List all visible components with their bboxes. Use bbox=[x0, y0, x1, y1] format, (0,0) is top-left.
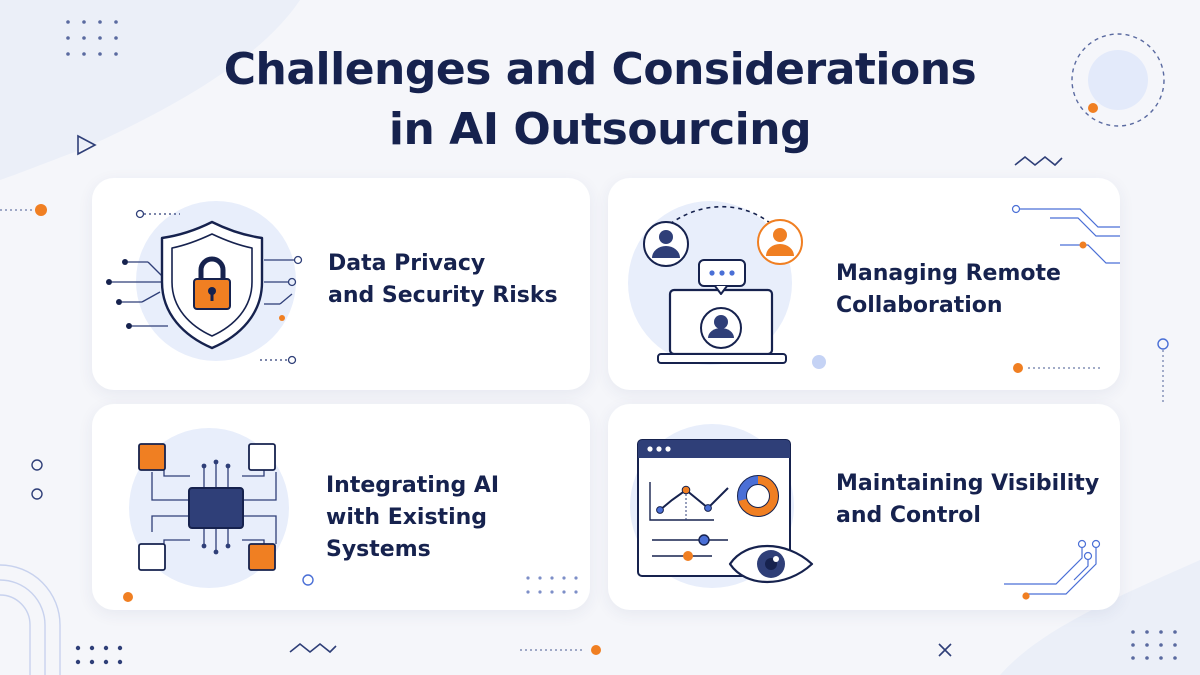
card-visibility-control-line-1: Maintaining Visibility bbox=[836, 471, 1100, 496]
title-line-1: Challenges and Considerations bbox=[223, 44, 977, 95]
title-line-2: in AI Outsourcing bbox=[388, 104, 812, 155]
page-title: Challenges and Considerations in AI Outs… bbox=[0, 40, 1200, 160]
card-remote-collaboration-line-1: Managing Remote bbox=[836, 261, 1061, 286]
circuit-lines-decoration bbox=[1011, 204, 1120, 373]
dot-grid-decoration bbox=[526, 576, 578, 594]
card-visibility-control: Maintaining Visibility and Control bbox=[608, 404, 1120, 610]
circuit-lines-decoration bbox=[1004, 539, 1101, 600]
card-integrating-ai-line-1: Integrating AI bbox=[326, 473, 500, 498]
card-remote-collaboration: Managing Remote Collaboration bbox=[608, 178, 1120, 390]
card-integrating-ai: Integrating AI with Existing Systems bbox=[92, 404, 590, 610]
dashboard-eye-icon bbox=[630, 424, 814, 588]
shield-lock-icon bbox=[106, 201, 303, 365]
card-visibility-control-label: Maintaining Visibility and Control bbox=[836, 468, 1099, 532]
card-data-privacy-line-1: Data Privacy bbox=[328, 251, 486, 276]
card-remote-collaboration-label: Managing Remote Collaboration bbox=[836, 258, 1061, 322]
chip-network-icon bbox=[123, 428, 314, 602]
remote-collaboration-icon bbox=[628, 201, 826, 369]
card-data-privacy-label: Data Privacy and Security Risks bbox=[328, 248, 558, 312]
card-visibility-control-line-2: and Control bbox=[836, 503, 981, 528]
card-data-privacy-line-2: and Security Risks bbox=[328, 283, 558, 308]
card-integrating-ai-line-2: with Existing Systems bbox=[326, 505, 488, 562]
card-remote-collaboration-line-2: Collaboration bbox=[836, 293, 1003, 318]
card-data-privacy: Data Privacy and Security Risks bbox=[92, 178, 590, 390]
card-integrating-ai-label: Integrating AI with Existing Systems bbox=[326, 470, 590, 566]
